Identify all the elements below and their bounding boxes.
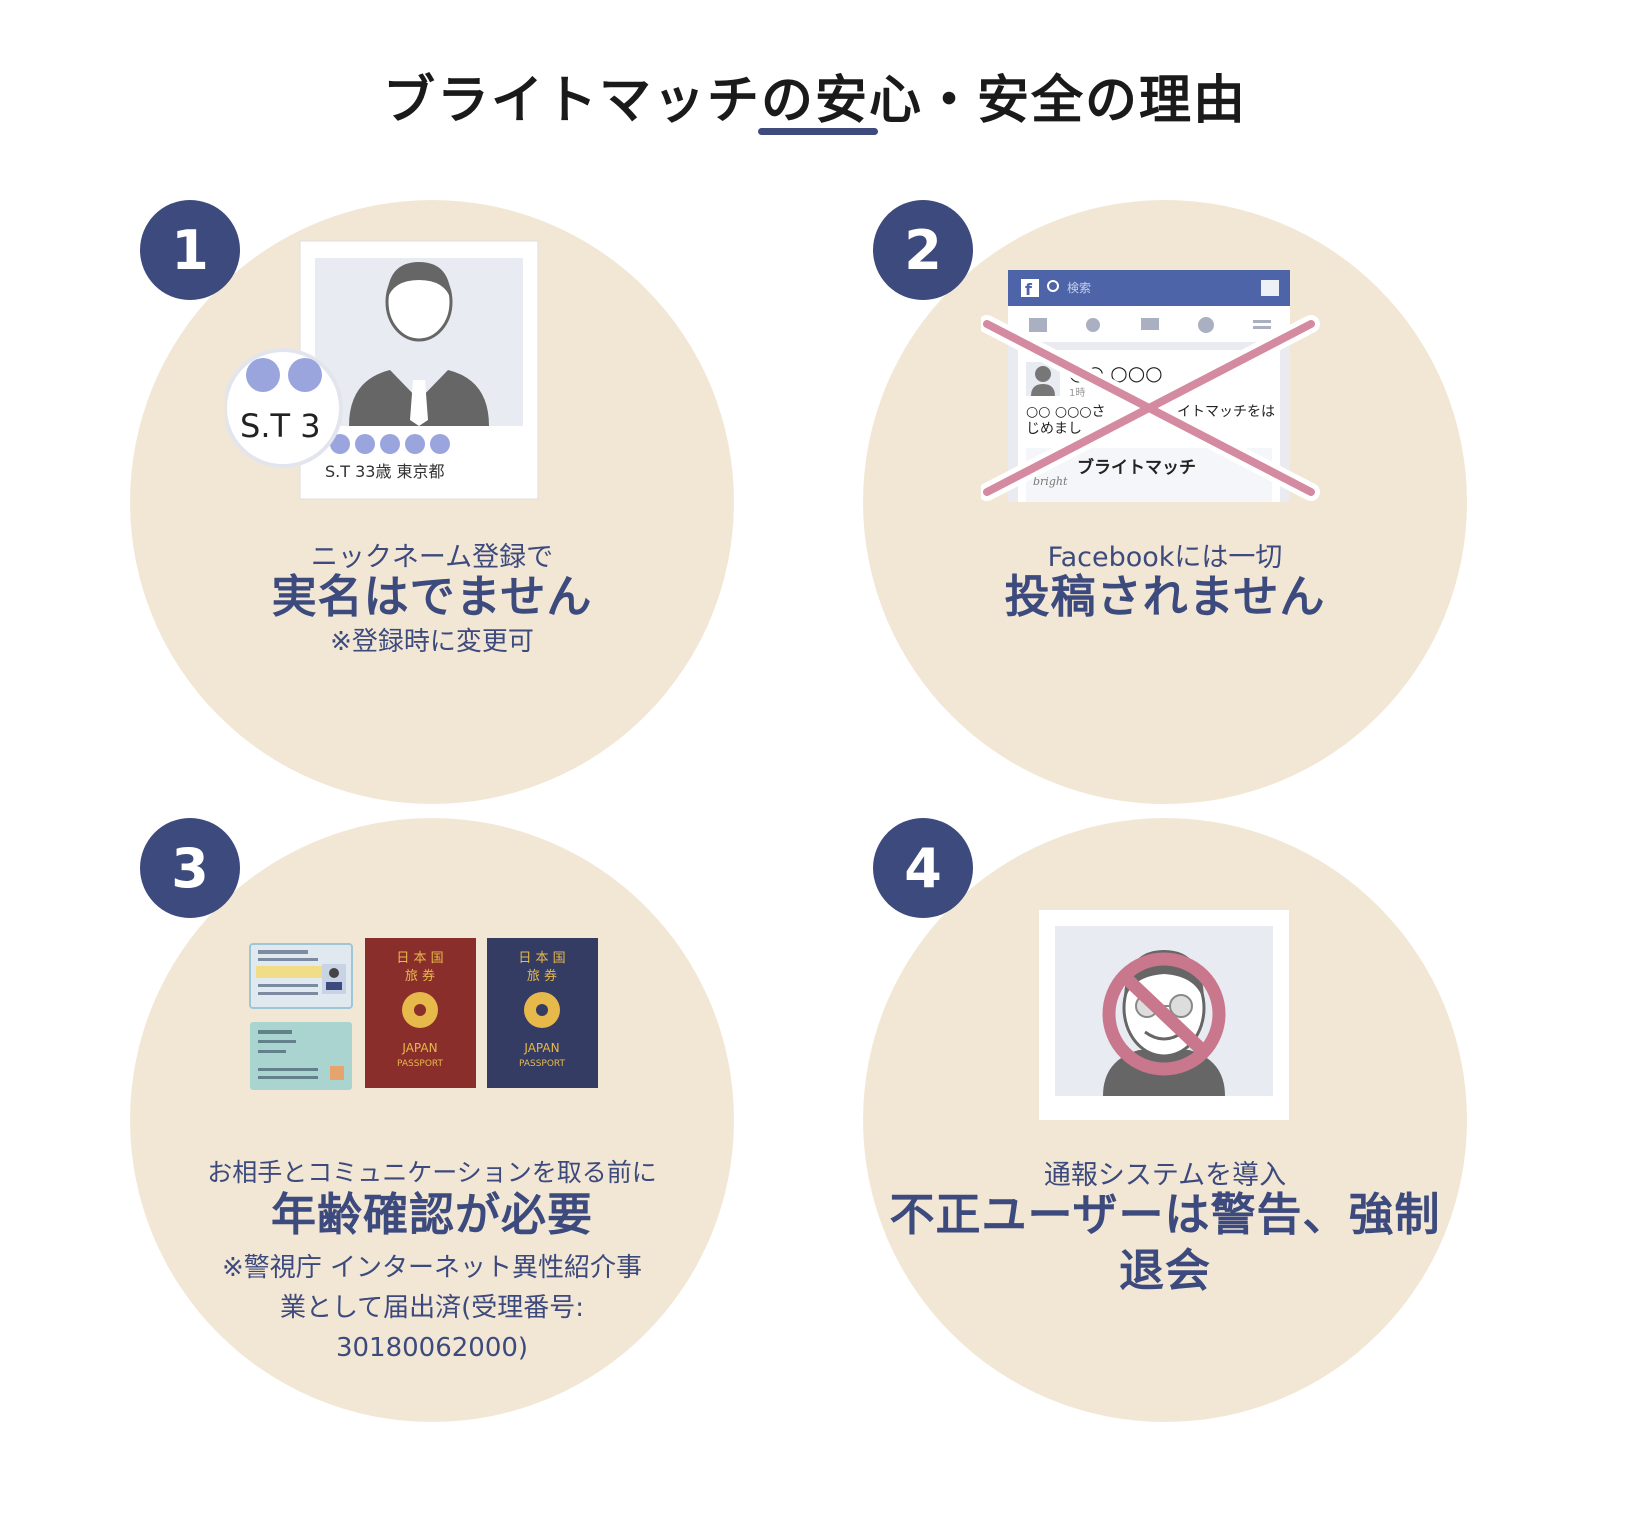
- reason-4-main-line1: 不正ユーザーは警告、強制: [889, 1188, 1441, 1241]
- reason-1-note: ※登録時に変更可: [330, 627, 534, 657]
- reason-3-note-line1: ※警視庁 インターネット異性紹介事: [221, 1253, 643, 1283]
- reason-1-main: 実名はでません: [271, 570, 593, 623]
- facebook-illustration: f 検索 ○○ ○○○ 1時 ○○ ○○○さ イトマッチをは じめまし brig…: [978, 270, 1326, 502]
- red-passport-country: JAPAN: [401, 1041, 437, 1055]
- reason-card-3: 日 本 国 旅 券 JAPAN PASSPORT 日 本 国 旅 券 JAPAN…: [130, 818, 734, 1422]
- crossed-facebook-icon: f 検索 ○○ ○○○ 1時 ○○ ○○○さ イトマッチをは じめまし brig…: [978, 270, 1320, 502]
- reason-3-main: 年齢確認が必要: [270, 1188, 593, 1241]
- post-text-1b: イトマッチをは: [1177, 404, 1275, 420]
- profile-card-icon: S.T 33歳 東京都 S.T 3: [223, 240, 539, 500]
- reason-4-lead: 通報システムを導入: [1043, 1160, 1287, 1191]
- app-name: ブライトマッチ: [1077, 457, 1196, 478]
- reason-3-lead: お相手とコミュニケーションを取る前に: [207, 1158, 657, 1187]
- page-title: ブライトマッチの安心・安全の理由: [382, 71, 1247, 131]
- badge-1: 1: [140, 200, 240, 300]
- post-time: 1時: [1069, 387, 1085, 399]
- navy-passport-line1: 日 本 国: [518, 951, 565, 966]
- reason-4-main-line2: 退会: [1118, 1244, 1211, 1297]
- facebook-search-text: 検索: [1067, 281, 1091, 295]
- reason-3-note-line3: 30180062000): [335, 1333, 529, 1363]
- red-passport-line2: 旅 券: [405, 968, 435, 984]
- post-text-1: ○○ ○○○さ: [1026, 404, 1106, 420]
- reason-2-main: 投稿されません: [1004, 570, 1326, 623]
- profile-badge-text: S.T 3: [240, 407, 321, 445]
- badge-3: 3: [140, 818, 240, 918]
- reason-card-4: 通報システムを導入 不正ユーザーは警告、強制 退会: [863, 818, 1467, 1422]
- profile-illustration: S.T 33歳 東京都 S.T 3: [223, 240, 545, 505]
- reason-card-1: S.T 33歳 東京都 S.T 3 ニックネーム登録で 実名はでません ※登録時…: [130, 200, 734, 804]
- svg-text:f: f: [1025, 280, 1033, 299]
- id-documents-icon: 日 本 国 旅 券 JAPAN PASSPORT 日 本 国 旅 券 JAPAN…: [249, 938, 598, 1090]
- reason-2-lead: Facebookには一切: [1047, 542, 1283, 573]
- navy-passport-word: PASSPORT: [519, 1059, 566, 1069]
- red-passport-word: PASSPORT: [397, 1059, 444, 1069]
- post-text-2: じめまし: [1026, 421, 1082, 437]
- id-documents-illustration: 日 本 国 旅 券 JAPAN PASSPORT 日 本 国 旅 券 JAPAN…: [248, 938, 600, 1093]
- prohibited-user-illustration: [1039, 910, 1289, 1120]
- reason-1-lead: ニックネーム登録で: [310, 542, 554, 573]
- profile-caption: S.T 33歳 東京都: [325, 462, 445, 481]
- prohibited-user-icon: [1039, 910, 1289, 1120]
- reason-3-note-line2: 業として届出済(受理番号:: [279, 1293, 585, 1323]
- badge-2: 2: [873, 200, 973, 300]
- red-passport-line1: 日 本 国: [396, 951, 443, 966]
- app-logo-text: bright: [1033, 475, 1068, 488]
- navy-passport-country: JAPAN: [523, 1041, 559, 1055]
- title-underline: [758, 128, 878, 135]
- reason-card-2: f 検索 ○○ ○○○ 1時 ○○ ○○○さ イトマッチをは じめまし brig…: [863, 200, 1467, 804]
- navy-passport-line2: 旅 券: [527, 968, 557, 984]
- badge-4: 4: [873, 818, 973, 918]
